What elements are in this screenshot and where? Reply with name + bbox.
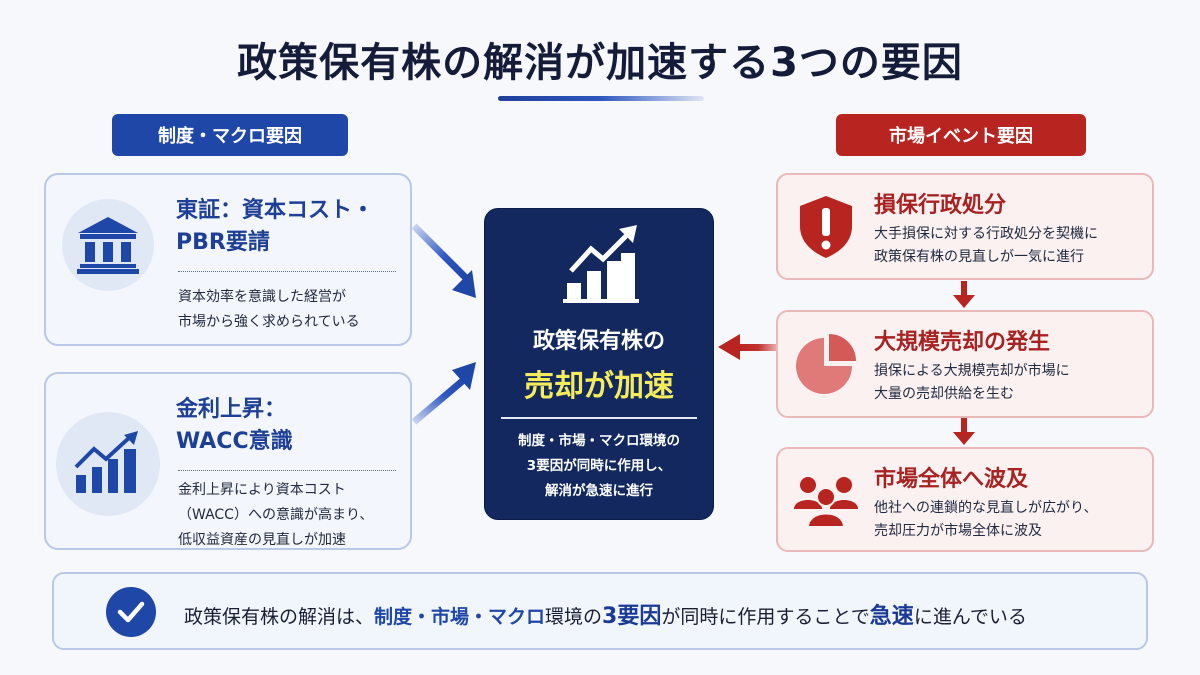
arrow-to-center-icon [411,223,476,425]
card-description: 大手損保に対する行政処分を契機に 政策保有株の見直しが一気に進行 [874,226,1098,265]
event-card-market-spread: 市場全体へ波及 他社への連鎖的な見直しが広がり、 売却圧力が市場全体に波及 [776,447,1154,552]
card-description: 損保による大規模売却が市場に 大量の売却供給を生む [874,363,1070,402]
center-conclusion-box: 政策保有株の 売却が加速 制度・市場・マクロ環境の 3要因が同時に作用し、 解消… [484,208,714,520]
arrow-left-to-center-icon [718,334,780,360]
card-title: 市場全体へ波及 [874,467,1029,492]
factor-card-tse-pbr: 東証：資本コスト・ PBR要請 資本効率を意識した経営が 市場から強く求められて… [44,173,412,346]
growth-chart-icon [563,225,639,309]
card-description: 金利上昇により資本コスト （WACC）への意識が高まり、 低収益資産の見直しが加… [178,482,374,548]
dotted-divider [178,271,396,272]
rising-chart-icon [56,412,160,516]
event-card-large-sale: 大規模売却の発生 損保による大規模売却が市場に 大量の売却供給を生む [776,310,1154,418]
shield-alert-icon [794,195,858,259]
card-title: 東証：資本コスト・ PBR要請 [176,198,375,255]
summary-banner: 政策保有株の解消は、制度・市場・マクロ環境の3要因が同時に作用することで急速に進… [52,572,1148,650]
title-underline [498,96,704,101]
card-title: 大規模売却の発生 [874,330,1051,355]
event-card-insurer-sanction: 損保行政処分 大手損保に対する行政処分を契機に 政策保有株の見直しが一気に進行 [776,173,1154,280]
factor-card-interest-wacc: 金利上昇： WACC意識 金利上昇により資本コスト （WACC）への意識が高まり… [44,372,412,550]
center-description: 制度・市場・マクロ環境の 3要因が同時に作用し、 解消が急速に進行 [518,433,680,499]
check-circle-icon [106,587,156,637]
card-title: 金利上昇： WACC意識 [176,397,293,454]
center-divider [501,417,697,419]
card-description: 他社への連鎖的な見直しが広がり、 売却圧力が市場全体に波及 [874,500,1098,539]
center-title-line1: 政策保有株の [532,329,665,354]
category-badge-institutional: 制度・マクロ要因 [112,114,348,156]
card-title: 損保行政処分 [874,193,1007,218]
dotted-divider [178,470,396,471]
center-title-highlight: 売却が加速 [524,369,674,404]
arrow-down-icon [953,418,975,445]
card-description: 資本効率を意識した経営が 市場から強く求められている [178,289,360,330]
bank-building-icon [62,199,154,291]
people-group-icon [794,469,858,533]
pie-chart-icon [794,332,858,396]
category-badge-market-event: 市場イベント要因 [836,114,1086,156]
arrow-down-icon [953,281,975,308]
page-title: 政策保有株の解消が加速する3つの要因 [237,40,963,86]
summary-text: 政策保有株の解消は、制度・市場・マクロ環境の3要因が同時に作用することで急速に進… [184,604,1027,629]
